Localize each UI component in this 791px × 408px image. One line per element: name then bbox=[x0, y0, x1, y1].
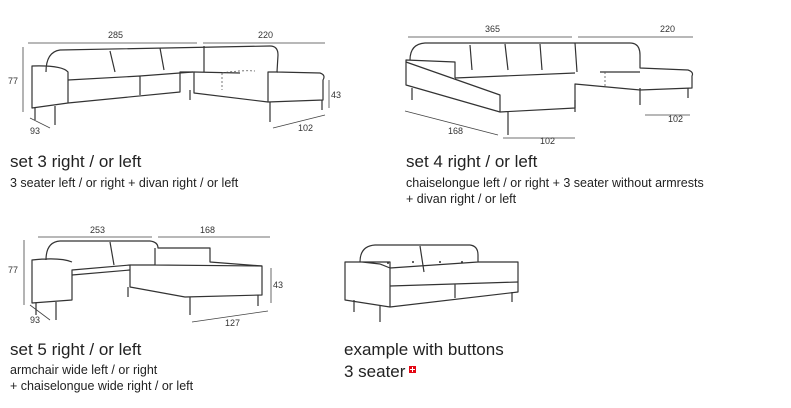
svg-text:93: 93 bbox=[30, 126, 40, 136]
set-4-description-line-2: + divan right / or left bbox=[406, 192, 517, 206]
svg-text:220: 220 bbox=[258, 30, 273, 40]
svg-text:77: 77 bbox=[8, 76, 18, 86]
set-4-description-line-1: chaiselongue left / or right + 3 seater … bbox=[406, 176, 704, 190]
svg-text:43: 43 bbox=[331, 90, 341, 100]
set-3-title: set 3 right / or left bbox=[10, 152, 142, 171]
example-subtitle: 3 seater bbox=[344, 362, 417, 382]
svg-text:285: 285 bbox=[108, 30, 123, 40]
set-4-title: set 4 right / or left bbox=[406, 152, 538, 171]
set-5-title: set 5 right / or left bbox=[10, 340, 142, 359]
svg-text:102: 102 bbox=[298, 123, 313, 133]
set-3-description: 3 seater left / or right + divan right /… bbox=[10, 176, 239, 190]
example-description: 3 seater bbox=[344, 362, 406, 381]
set-5-description-line-2: + chaiselongue wide right / or left bbox=[10, 379, 194, 393]
example-title: example with buttons bbox=[344, 340, 504, 359]
set-5-description-line-1: armchair wide left / or right bbox=[10, 363, 158, 377]
swiss-flag-icon bbox=[409, 366, 417, 373]
